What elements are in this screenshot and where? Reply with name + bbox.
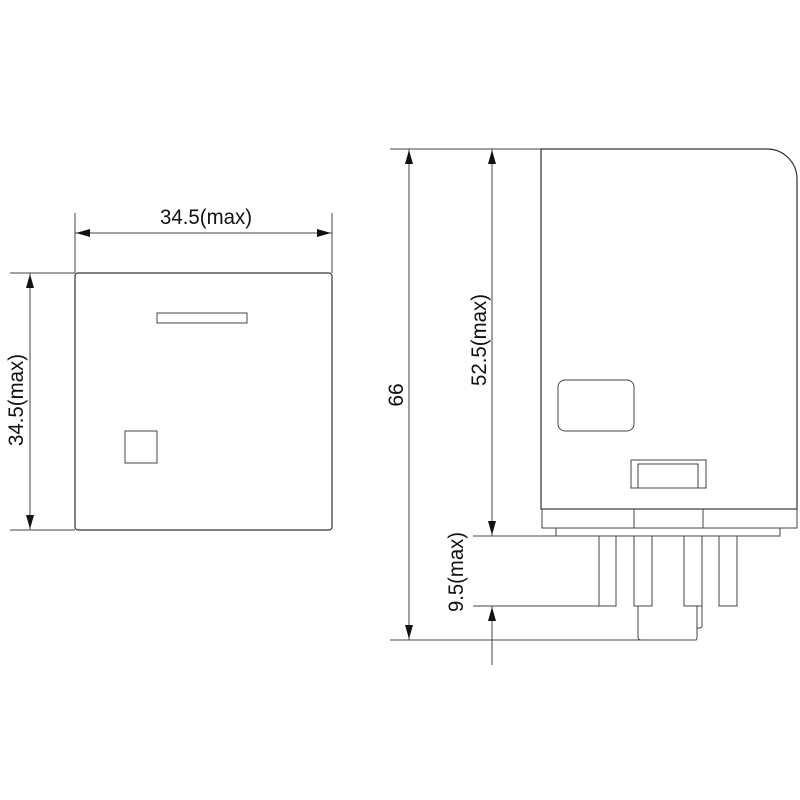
pin <box>683 535 703 607</box>
pin <box>598 535 617 607</box>
front-width-label: 34.5(max) <box>160 206 252 229</box>
body-height-label: 52.5(max) <box>468 294 491 386</box>
front-height-label: 34.5(max) <box>5 354 28 446</box>
pin-extension <box>697 536 703 629</box>
arrow-down-icon <box>488 521 496 535</box>
arrow-up-icon <box>26 274 34 288</box>
side-window <box>557 379 635 432</box>
relay-base <box>541 508 798 529</box>
side-view: 66 52.5(max) 9.5(max) <box>385 148 798 665</box>
front-slot <box>156 312 248 324</box>
arrow-right-icon <box>317 229 331 237</box>
arrow-left-icon <box>76 229 90 237</box>
arrow-up-icon <box>488 150 496 164</box>
pin <box>633 535 653 607</box>
front-view: 34.5(max) 34.5(max) <box>5 206 333 531</box>
relay-front-face <box>74 272 333 531</box>
relay-side-body <box>540 148 798 510</box>
side-latch-inner <box>637 463 699 489</box>
pin-length-label: 9.5(max) <box>445 532 468 612</box>
pin-extension <box>637 606 698 641</box>
base-plate <box>555 527 781 537</box>
front-indicator-window <box>124 430 158 464</box>
pin <box>718 535 738 607</box>
arrow-up-icon <box>405 150 413 164</box>
arrow-down-icon <box>26 515 34 529</box>
arrow-down-icon <box>405 625 413 639</box>
total-height-label: 66 <box>385 383 408 406</box>
arrow-up-icon <box>488 607 496 621</box>
